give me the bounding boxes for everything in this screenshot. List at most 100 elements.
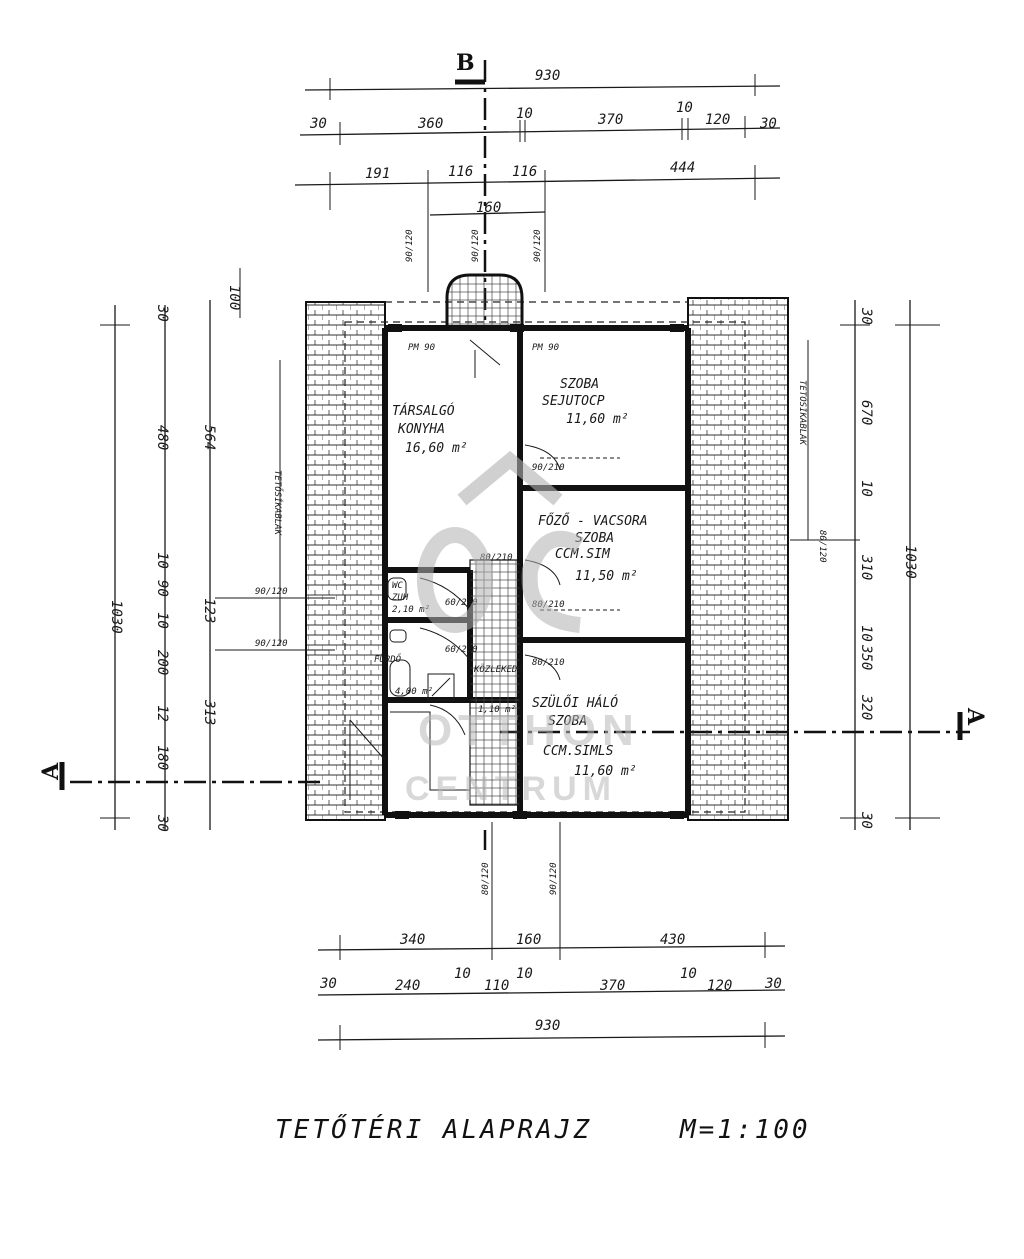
window-markers — [388, 324, 684, 819]
dim-bottom-r1-2: 430 — [660, 932, 685, 948]
door-labels: PM 90 PM 90 90/210 80/210 80/210 80/210 … — [408, 343, 565, 668]
dim-top-r3-3: 444 — [670, 160, 695, 176]
room-area-wc: 2,10 m² — [392, 605, 430, 615]
watermark: OTTHON CENTRUM — [405, 450, 640, 808]
room-area-room2: 11,50 m² — [575, 569, 638, 584]
dim-left-m5: 200 — [154, 650, 170, 675]
room-sub-master: SZOBA — [548, 714, 587, 729]
room-name-wc: WC — [392, 581, 403, 591]
dim-top-r4-0: 160 — [476, 200, 501, 216]
dim-top-r3-1: 116 — [448, 164, 473, 180]
dim-left-i3: 313 — [201, 699, 217, 725]
dim-left-m8: 30 — [154, 814, 170, 832]
dim-right-m4: 10 — [858, 625, 874, 642]
dim-bottom-r2-7: 120 — [707, 978, 732, 994]
door-label-6: 80/210 — [480, 553, 513, 563]
dim-left-m7: 180 — [154, 745, 170, 770]
room-name-room2: FŐZŐ - VACSORA — [538, 513, 648, 529]
section-marker-top: B — [456, 50, 475, 76]
dim-bottom-r1-0: 340 — [399, 932, 425, 948]
dim-bottom-r2-8: 30 — [764, 976, 782, 992]
dim-top-r3-0: 191 — [365, 166, 390, 182]
dim-right-m2: 10 — [858, 480, 874, 497]
room-sub-bedroom1: SEJUTOCP — [542, 394, 605, 409]
dormer — [445, 273, 524, 325]
door-label-7: 60/210 — [445, 598, 478, 608]
dim-top-opening-1: 90/120 — [405, 229, 415, 262]
dim-right-m7: 30 — [858, 811, 874, 829]
dim-left-opening-1: 90/120 — [255, 587, 288, 597]
dim-top-r2-2: 10 — [516, 106, 533, 122]
room-name-master: SZÜLŐI HÁLÓ — [532, 694, 618, 711]
door-label-2: PM 90 — [532, 343, 559, 353]
dim-right-total: 1030 — [902, 545, 918, 579]
dim-top-opening-3: 90/120 — [533, 229, 543, 262]
dim-right-m3: 310 — [858, 554, 874, 580]
dim-left-i2: 123 — [201, 598, 217, 623]
door-label-3: 90/210 — [532, 463, 565, 473]
section-marker-right: A — [962, 707, 988, 726]
door-label-8: 60/210 — [445, 645, 478, 655]
room-labels: TÁRSALGÓ KONYHA 16,60 m² SZOBA SEJUTOCP … — [374, 377, 648, 779]
dim-right-m6: 320 — [858, 694, 874, 720]
dim-bottom-r2-0: 30 — [319, 976, 337, 992]
dim-top-opening-2: 90/120 — [471, 229, 481, 262]
dim-top-r2-4: 10 — [676, 100, 693, 116]
dim-bottom-opening-1: 80/120 — [481, 862, 491, 895]
dim-top-r2-3: 370 — [597, 112, 623, 128]
dim-top-r2-0: 30 — [309, 116, 327, 132]
room-area-master: 11,60 m² — [574, 764, 637, 779]
roof-right — [687, 297, 789, 821]
plan-title: TETŐTÉRI ALAPRAJZ — [275, 1113, 592, 1145]
dim-bottom-total: 930 — [535, 1018, 560, 1034]
dim-top-r2-1: 360 — [417, 116, 443, 132]
dim-bottom-r2-4: 10 — [516, 966, 533, 982]
room-area-bedroom1: 11,60 m² — [566, 412, 629, 427]
section-marker-left: A — [38, 762, 64, 781]
dimensions-right: 30 670 10 310 10 350 320 30 1030 80/120 — [790, 300, 940, 830]
dim-left-m2: 10 — [154, 552, 170, 569]
dimensions-top: 930 30 360 10 370 10 120 30 191 116 116 … — [294, 68, 781, 292]
dim-bottom-r2-1: 240 — [395, 978, 420, 994]
plan-scale: M=1:100 — [679, 1115, 811, 1145]
sanitary-fixtures — [387, 577, 455, 701]
dim-top-total: 930 — [535, 68, 560, 84]
watermark-line2: CENTRUM — [405, 770, 617, 808]
room-name-bedroom1: SZOBA — [560, 377, 599, 392]
room-sub-room2: SZOBA — [575, 531, 614, 546]
dim-left-m4: 10 — [154, 612, 170, 629]
dim-top-r2-5: 120 — [705, 112, 730, 128]
dim-left-total: 1030 — [108, 600, 124, 634]
dim-left-m0: 30 — [154, 304, 170, 322]
dim-left-opening-2: 90/120 — [255, 639, 288, 649]
dim-left-m6: 12 — [154, 705, 170, 722]
door-label-1: PM 90 — [408, 343, 435, 353]
dim-right-m0: 30 — [858, 307, 874, 325]
room-extra-master: CCM.SIMLS — [543, 744, 614, 759]
roof-label-right: TETŐSÍKABLAK — [797, 380, 809, 446]
drawing-title: TETŐTÉRI ALAPRAJZ M=1:100 — [275, 1113, 811, 1145]
dim-left-m3: 90 — [154, 580, 170, 597]
dim-right-m5: 350 — [858, 644, 874, 670]
watermark-line1: OTTHON — [418, 706, 640, 755]
room-extra-room2: CCM.SIM — [555, 547, 611, 562]
dim-bottom-r2-5: 370 — [599, 978, 625, 994]
dim-top-r3-2: 116 — [512, 164, 537, 180]
dim-bottom-r2-2: 10 — [454, 966, 471, 982]
dim-left-i0: 100 — [226, 285, 242, 310]
room-name-hall: KÖZLEKEDŐ — [473, 664, 523, 675]
dim-right-opening: 80/120 — [817, 530, 827, 563]
room-name-living: TÁRSALGÓ — [392, 403, 455, 419]
roof-label-left: TETŐSÍKABLAK — [272, 470, 284, 536]
room-area-hall: 1,10 m² — [478, 705, 516, 715]
dim-bottom-r1-1: 160 — [516, 932, 541, 948]
dimensions-left: 1030 30 480 10 90 10 200 12 180 30 100 5… — [100, 268, 335, 832]
dim-top-r2-6: 30 — [759, 116, 777, 132]
dim-left-m1: 480 — [154, 425, 170, 450]
room-sub-living: KONYHA — [397, 422, 445, 437]
room-area-living: 16,60 m² — [405, 441, 468, 456]
dimensions-bottom: 80/120 90/120 340 160 430 30 240 10 110 … — [317, 822, 786, 1050]
room-sub-wc: ZUH — [391, 593, 409, 603]
dim-left-i1: 564 — [201, 425, 217, 450]
